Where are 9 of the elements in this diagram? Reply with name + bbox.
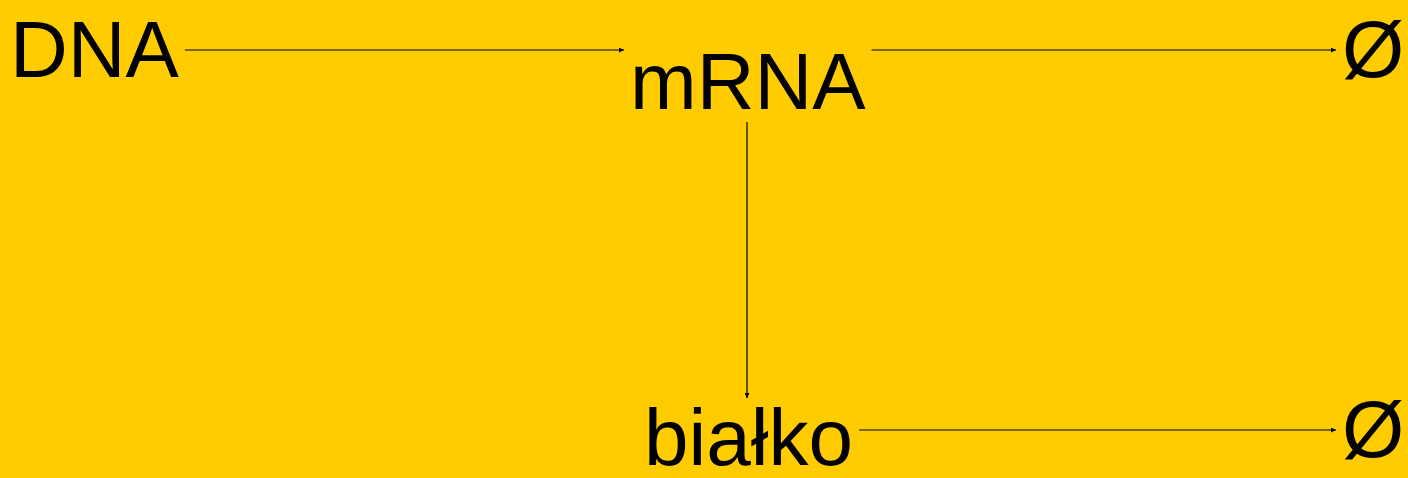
node-label: DNA: [4, 10, 185, 90]
arrow: [184, 47, 625, 53]
node-label: Ø: [1336, 10, 1408, 90]
arrow: [858, 427, 1337, 433]
node-label: Ø: [1336, 390, 1408, 470]
node-label: białko: [638, 398, 860, 478]
arrow: [870, 47, 1337, 53]
arrow: [744, 121, 750, 399]
node-label: mRNA: [624, 42, 872, 122]
